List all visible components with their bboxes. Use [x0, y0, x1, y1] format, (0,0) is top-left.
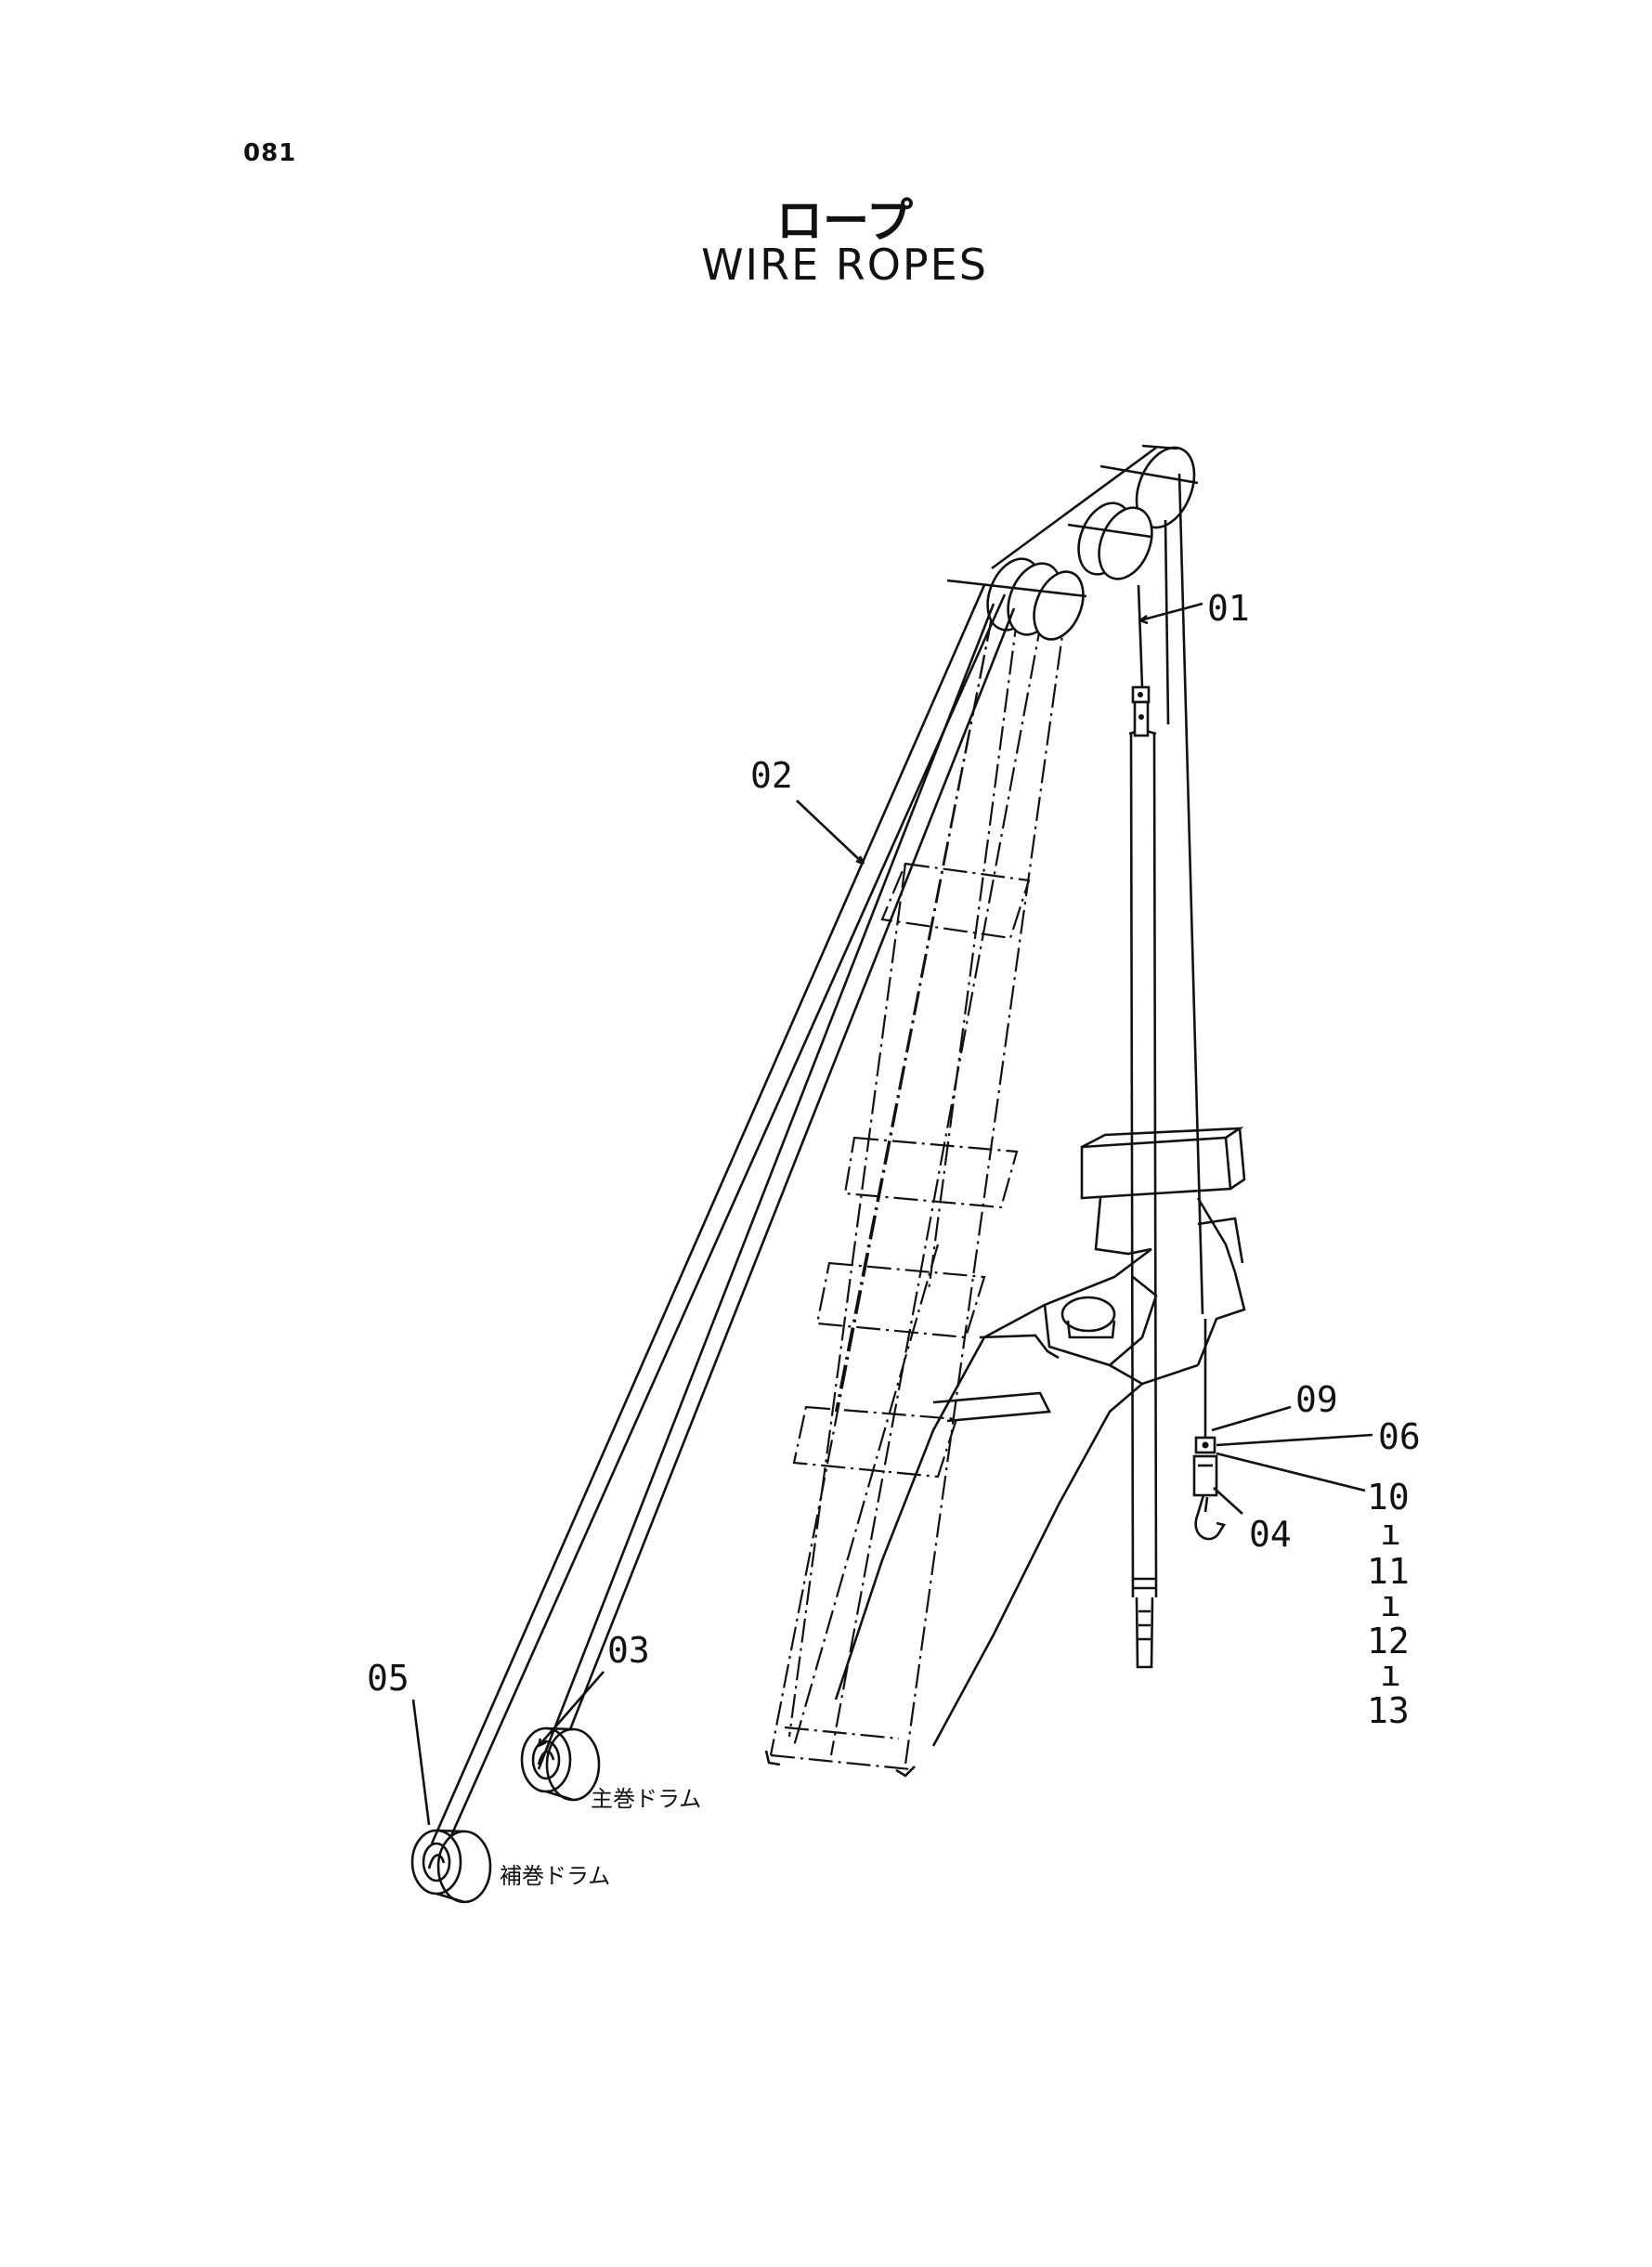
page-number: 081: [243, 139, 297, 167]
leader-lines: [411, 602, 1373, 1826]
leader-mast: [1128, 584, 1158, 1669]
callout-10: 10: [1367, 1477, 1410, 1518]
callout-05: 05: [367, 1658, 410, 1699]
main-drum: [520, 1726, 601, 1802]
main-drum-label: 主巻ドラム: [591, 1786, 701, 1812]
callout-01: 01: [1207, 588, 1250, 629]
callout-labels: 01 02 03 04 05 06 09 10 ı 11 ı 12 ı 13 主…: [367, 588, 1421, 1889]
callout-13: 13: [1367, 1690, 1410, 1731]
boom-lattice: [764, 607, 1068, 1778]
range-separator: ı: [1380, 1653, 1401, 1694]
aux-drum: [410, 1829, 492, 1904]
callout-09: 09: [1295, 1379, 1338, 1420]
base-frame: [834, 1127, 1246, 1747]
aux-drum-label: 補巻ドラム: [500, 1863, 610, 1889]
callout-02: 02: [750, 755, 793, 796]
rear-stays: [1164, 473, 1204, 1315]
hook-block: [1192, 1319, 1227, 1541]
page-title-japanese: ロープ: [776, 194, 913, 248]
callout-03: 03: [607, 1630, 650, 1671]
callout-04: 04: [1249, 1514, 1292, 1555]
callout-06: 06: [1378, 1416, 1421, 1457]
callout-12: 12: [1367, 1621, 1410, 1661]
wire-ropes: [430, 584, 1016, 1849]
range-separator: ı: [1380, 1583, 1401, 1624]
range-separator: ı: [1380, 1512, 1401, 1553]
page-title-english: WIRE ROPES: [701, 240, 988, 290]
callout-11: 11: [1367, 1551, 1410, 1592]
